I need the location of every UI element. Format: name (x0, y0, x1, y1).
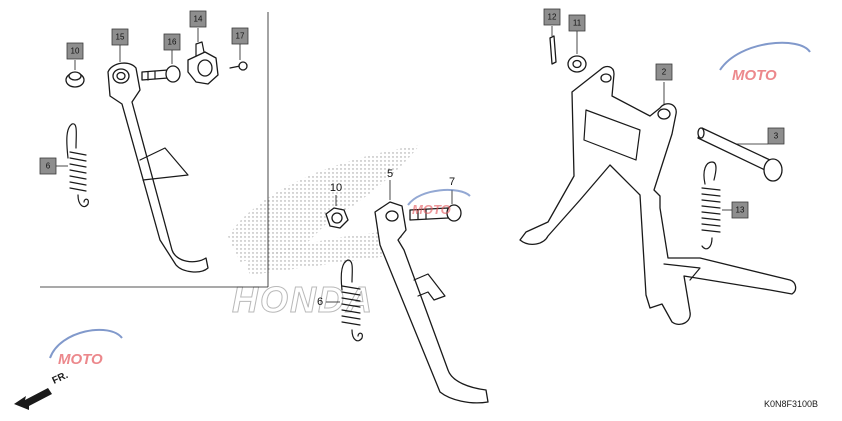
front-label: FR. (51, 370, 70, 387)
side-stand (374, 180, 489, 404)
main-stand (519, 65, 797, 326)
pivot-bolt (409, 190, 462, 222)
split-pin (549, 26, 557, 65)
pivot-shaft (697, 127, 783, 182)
moto-watermark-top-right: MOTO (719, 41, 811, 84)
spring (326, 259, 363, 342)
svg-text:3: 3 (774, 132, 779, 141)
diagram-code: K0N8F3100B (764, 399, 818, 409)
callout-3: 3 (767, 127, 785, 145)
stand-switch-inset (187, 28, 219, 85)
svg-text:15: 15 (116, 33, 125, 42)
stand-spring (701, 161, 732, 250)
callout-10-inset: 10 (66, 42, 84, 60)
side-stand-inset (107, 45, 209, 273)
callout-14: 14 (189, 10, 207, 28)
flange-nut (325, 195, 349, 229)
svg-text:MOTO: MOTO (412, 202, 451, 217)
callout-6-inset: 6 (39, 157, 57, 175)
inset-frame (40, 12, 269, 288)
moto-watermark-bottom-left: MOTO (49, 328, 123, 368)
label-10: 10 (330, 182, 342, 194)
svg-text:14: 14 (194, 15, 203, 24)
svg-text:2: 2 (662, 68, 667, 77)
screw-inset (229, 44, 248, 71)
callout-11: 11 (568, 14, 586, 32)
svg-text:MOTO: MOTO (58, 351, 103, 368)
callout-13: 13 (731, 201, 749, 219)
svg-text:6: 6 (46, 162, 51, 171)
moto-watermark-center: MOTO (407, 189, 471, 217)
label-5: 5 (387, 168, 393, 180)
callout-17: 17 (231, 27, 249, 45)
svg-text:10: 10 (71, 47, 80, 56)
callout-16: 16 (163, 33, 181, 51)
svg-text:12: 12 (548, 13, 557, 22)
spring-inset (56, 123, 89, 208)
label-7: 7 (449, 176, 455, 188)
svg-text:16: 16 (168, 38, 177, 47)
callout-12: 12 (543, 8, 561, 26)
svg-text:17: 17 (236, 32, 245, 41)
callout-2: 2 (655, 63, 673, 81)
svg-text:11: 11 (573, 19, 582, 28)
label-6: 6 (317, 296, 323, 308)
flange-nut-inset (65, 60, 85, 88)
svg-text:MOTO: MOTO (732, 67, 777, 84)
svg-text:13: 13 (736, 206, 745, 215)
washer (567, 30, 587, 73)
callout-15: 15 (111, 28, 129, 46)
front-direction-arrow: FR. (14, 370, 70, 410)
pivot-bolt-inset (141, 50, 181, 83)
